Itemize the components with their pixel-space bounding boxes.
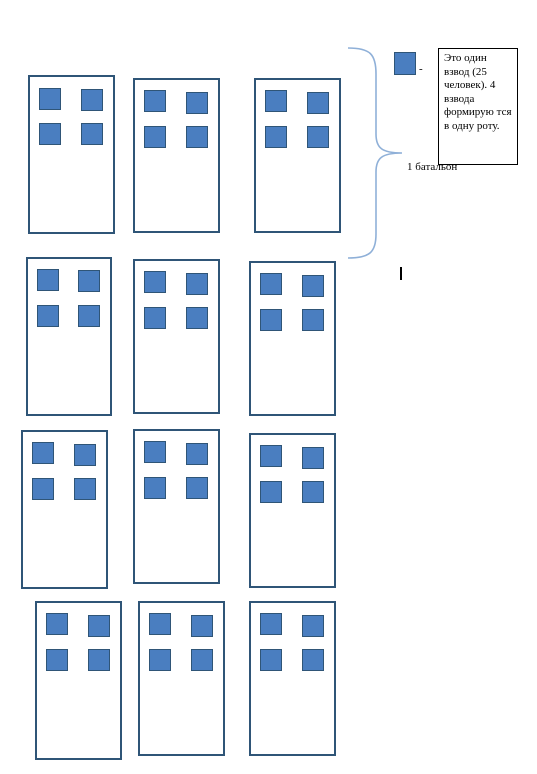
platoon-square <box>302 275 324 297</box>
platoon-square <box>186 273 208 295</box>
platoon-square <box>149 649 171 671</box>
platoon-square <box>186 126 208 148</box>
text-cursor-icon <box>400 267 402 280</box>
company-box <box>35 601 122 760</box>
platoon-square <box>191 649 213 671</box>
platoon-square <box>260 273 282 295</box>
company-box <box>133 78 220 233</box>
platoon-square <box>260 445 282 467</box>
platoon-square <box>302 447 324 469</box>
platoon-square <box>39 88 61 110</box>
company-box <box>249 601 336 756</box>
platoon-square <box>78 270 100 292</box>
platoon-square <box>260 481 282 503</box>
battalion-label: 1 батальон <box>407 161 458 173</box>
platoon-square <box>144 126 166 148</box>
platoon-square <box>32 478 54 500</box>
platoon-square <box>37 269 59 291</box>
platoon-square <box>81 89 103 111</box>
company-box <box>138 601 225 756</box>
platoon-square <box>144 307 166 329</box>
platoon-square <box>302 309 324 331</box>
platoon-square <box>149 613 171 635</box>
platoon-square <box>186 92 208 114</box>
platoon-square <box>39 123 61 145</box>
platoon-square <box>81 123 103 145</box>
company-box <box>28 75 115 234</box>
legend-dash: - <box>419 63 423 75</box>
platoon-square <box>74 478 96 500</box>
company-box <box>249 261 336 416</box>
platoon-square <box>186 307 208 329</box>
platoon-square <box>88 649 110 671</box>
company-box <box>249 433 336 588</box>
note-text: Это один взвод (25 человек). 4 взвода фо… <box>444 52 512 132</box>
platoon-square <box>186 443 208 465</box>
platoon-square <box>265 90 287 112</box>
platoon-square <box>74 444 96 466</box>
platoon-square <box>144 477 166 499</box>
platoon-square <box>37 305 59 327</box>
company-box <box>133 259 220 414</box>
platoon-square <box>260 649 282 671</box>
platoon-square <box>302 615 324 637</box>
company-box <box>26 257 112 416</box>
platoon-square <box>78 305 100 327</box>
platoon-square <box>88 615 110 637</box>
platoon-square <box>265 126 287 148</box>
platoon-square <box>302 649 324 671</box>
note-box: Это один взвод (25 человек). 4 взвода фо… <box>438 48 518 165</box>
platoon-square <box>260 309 282 331</box>
platoon-square <box>307 92 329 114</box>
platoon-square <box>144 271 166 293</box>
company-box <box>254 78 341 233</box>
battalion-brace <box>347 47 403 259</box>
platoon-square <box>46 613 68 635</box>
platoon-square <box>191 615 213 637</box>
platoon-square <box>302 481 324 503</box>
platoon-square <box>186 477 208 499</box>
platoon-square <box>260 613 282 635</box>
platoon-square <box>307 126 329 148</box>
platoon-square <box>46 649 68 671</box>
legend-platoon-icon <box>394 52 416 75</box>
platoon-square <box>32 442 54 464</box>
platoon-square <box>144 90 166 112</box>
platoon-square <box>144 441 166 463</box>
company-box <box>21 430 108 589</box>
company-box <box>133 429 220 584</box>
